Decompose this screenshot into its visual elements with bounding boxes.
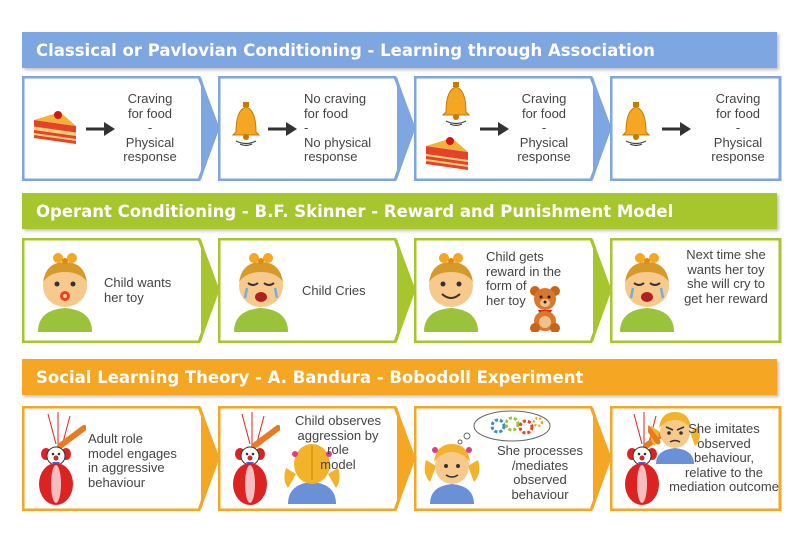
step-text: Next time she wants her toy she will cry… (684, 247, 768, 306)
step-text: Craving for food - Physical response (123, 91, 177, 164)
step-text: Child wants her toy (104, 275, 172, 305)
step-text: Craving for food - Physical response (711, 91, 765, 164)
classical-step-1: Craving for food - Physical response (22, 76, 220, 181)
step-text: Child gets reward in the form of her toy (486, 249, 562, 308)
child-crying-icon (620, 253, 674, 332)
girl-back-icon (284, 444, 340, 504)
child-smiling-icon (424, 253, 478, 332)
social-step-1: Adult role model engages in aggressive b… (22, 406, 220, 511)
teddy-bear-icon (530, 286, 560, 332)
child-pacifier-icon (38, 253, 92, 332)
cake-icon (425, 137, 469, 170)
step-text: Craving for food - Physical response (517, 91, 571, 164)
operant-step-2: Child Cries (218, 238, 416, 343)
bell-icon (621, 102, 651, 147)
social-step-4: She imitates observed behaviour, relativ… (610, 406, 800, 511)
step-text: No craving for food - No physical respon… (304, 91, 372, 164)
bell-icon (231, 102, 261, 147)
arrow-right-icon (86, 122, 115, 136)
bobo-doll-icon (39, 412, 86, 505)
bobo-doll-icon (233, 412, 280, 505)
social-learning-banner: Social Learning Theory - A. Bandura - Bo… (22, 359, 777, 395)
bell-icon (441, 82, 471, 127)
girl-angry-icon (648, 412, 700, 464)
classical-step-3: Craving for food - Physical response (414, 76, 612, 181)
girl-thinking-icon (424, 444, 480, 504)
arrow-right-icon (662, 122, 691, 136)
operant-conditioning-banner: Operant Conditioning - B.F. Skinner - Re… (22, 193, 777, 229)
step-text: Adult role model engages in aggressive b… (88, 431, 177, 490)
step-text: Child observes aggression by role model (295, 413, 381, 472)
cake-icon (33, 111, 77, 144)
operant-step-4: Next time she wants her toy she will cry… (610, 238, 800, 343)
operant-step-1: Child wants her toy (22, 238, 220, 343)
step-text: She processes /mediates observed behavio… (497, 443, 583, 502)
classical-step-4: Craving for food - Physical response (610, 76, 800, 181)
social-step-2: Child observes aggression by role model (218, 406, 416, 511)
bobo-doll-icon (625, 412, 672, 505)
classical-conditioning-row: Craving for food - Physical response No … (22, 76, 782, 181)
thought-gears-icon (457, 410, 551, 445)
classical-step-2: No craving for food - No physical respon… (218, 76, 416, 181)
social-step-3: She processes /mediates observed behavio… (414, 406, 612, 511)
step-text: Child Cries (302, 283, 366, 298)
child-crying-icon (234, 253, 288, 332)
step-text: She imitates observed behaviour, relativ… (669, 421, 779, 494)
operant-step-3: Child gets reward in the form of her toy (414, 238, 612, 343)
section-title: Classical or Pavlovian Conditioning - Le… (36, 40, 655, 60)
arrow-right-icon (268, 122, 297, 136)
social-learning-row: Adult role model engages in aggressive b… (22, 406, 782, 511)
operant-conditioning-row: Child wants her toy Child Cries (22, 238, 782, 343)
section-title: Operant Conditioning - B.F. Skinner - Re… (36, 201, 674, 221)
section-title: Social Learning Theory - A. Bandura - Bo… (36, 367, 584, 387)
classical-conditioning-banner: Classical or Pavlovian Conditioning - Le… (22, 32, 777, 68)
arrow-right-icon (480, 122, 509, 136)
